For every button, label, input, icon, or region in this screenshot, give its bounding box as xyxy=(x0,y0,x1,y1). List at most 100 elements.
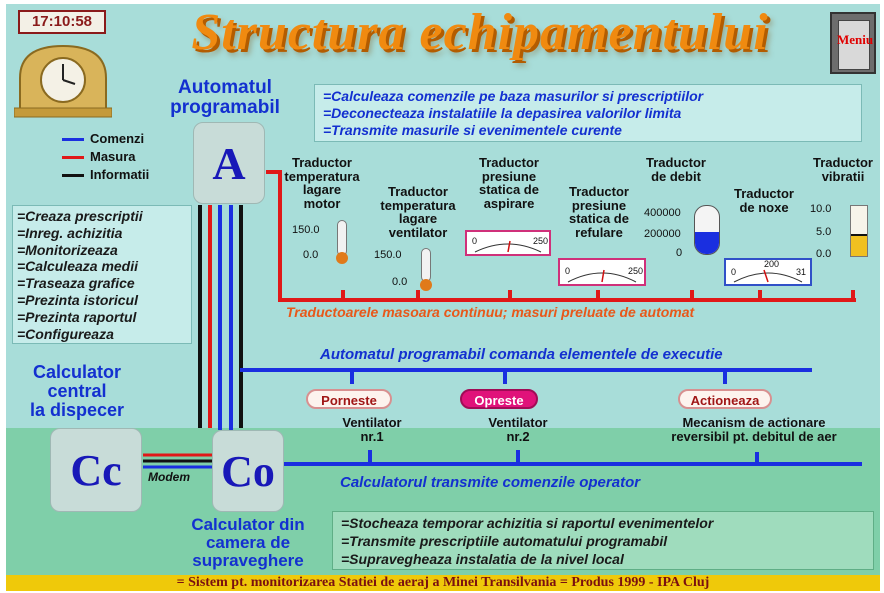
sensor-label-line: vibratii xyxy=(821,168,865,184)
gauge-pres-asp: 0 250 xyxy=(465,230,551,256)
operator-function-item: =Stocheaza temporar achizitia si raportu… xyxy=(341,515,714,531)
vibratii-tick-high: 10.0 xyxy=(810,203,832,215)
sensor-label-line: motor xyxy=(303,195,341,211)
gauge-dial xyxy=(733,269,803,283)
sensor-label-line: Traductor xyxy=(569,184,629,199)
sensor-label-line: lagare xyxy=(302,182,342,198)
legend-label: Masura xyxy=(90,149,136,164)
debit-tick-low: 0 xyxy=(676,247,683,259)
dispatcher-function-item: =Calculeaza medii xyxy=(17,258,139,275)
operator-computer-title: Calculator din camera de supraveghere xyxy=(168,516,328,570)
thermometer-ventilator xyxy=(421,248,431,282)
automat-title-line1: Automatul xyxy=(178,77,272,98)
gauge-min: 0 xyxy=(565,266,571,276)
sensor-pres-asp-label: Traductor presiune statica de aspirare xyxy=(466,156,552,211)
gauge-max: 250 xyxy=(628,266,644,276)
sensor-label-line: Traductor xyxy=(734,186,794,201)
sensors-caption: Traductoarele masoara continuu; masuri p… xyxy=(286,304,695,320)
operator-functions-box: =Stocheaza temporar achizitia si raportu… xyxy=(332,511,874,570)
legend-item-measurement: Masura xyxy=(62,148,149,166)
sensor-label-line: statica de xyxy=(479,182,539,198)
gauge-min: 0 xyxy=(731,267,737,277)
thermometer-bulb xyxy=(420,279,432,291)
sensor-temp-motor-label: Traductor temperatura lagare motor xyxy=(284,156,360,211)
temp-motor-tick-low: 0.0 xyxy=(303,249,319,261)
dispatcher-functions-box: =Creaza prescriptii =Inreg. achizitia =M… xyxy=(12,205,192,344)
menu-label: Meniu xyxy=(836,32,874,47)
legend-label: Informatii xyxy=(90,167,150,182)
legend: Comenzi Masura Informatii xyxy=(62,130,149,184)
actuator-label-line: nr.1 xyxy=(360,429,384,445)
vibratii-tick-mid: 5.0 xyxy=(816,226,832,238)
sensor-label-line: temperatura xyxy=(284,168,360,184)
central-computer-box[interactable]: Cc xyxy=(50,428,142,512)
sensor-label-line: de noxe xyxy=(739,199,789,215)
sensor-noxe-label: Traductor de noxe xyxy=(724,187,804,214)
actuator-label-line: Mecanism de actionare xyxy=(682,415,826,430)
temp-vent-tick-low: 0.0 xyxy=(392,276,408,288)
sensor-label-line: Traductor xyxy=(813,155,873,170)
operator-computer-box[interactable]: Co xyxy=(212,430,284,512)
debit-tank-fill xyxy=(695,232,719,254)
actuator-label-line: nr.2 xyxy=(506,429,530,445)
legend-swatch xyxy=(62,174,84,178)
sensor-label-line: ventilator xyxy=(388,224,448,240)
door-icon xyxy=(838,20,870,70)
legend-swatch xyxy=(62,138,84,142)
actuator-vent2: Ventilator nr.2 xyxy=(470,415,566,445)
operator-title-line: camera de xyxy=(205,532,291,552)
automat-title-line2: programabil xyxy=(170,96,280,118)
sensor-label-line: presiune xyxy=(571,197,627,213)
automat-function-item: =Transmite masurile si evenimentele cure… xyxy=(323,122,622,138)
gauge-noxe: 0 200 31 xyxy=(724,258,812,286)
status-footer: = Sistem pt. monitorizarea Statiei de ae… xyxy=(6,575,880,591)
actuator-label-line: reversibil pt. debitul de aer xyxy=(671,429,837,445)
dispatcher-function-item: =Prezinta raportul xyxy=(17,308,137,325)
gauge-pres-ref: 0 250 xyxy=(558,258,646,286)
gauge-max: 250 xyxy=(533,236,549,246)
start-button[interactable]: Porneste xyxy=(306,389,392,409)
sensor-debit-label: Traductor de debit xyxy=(636,156,716,183)
page-title: Structura echipamentului xyxy=(191,4,769,61)
vibratii-tick-low: 0.0 xyxy=(816,248,832,260)
actuator-label-line: Ventilator xyxy=(342,415,402,430)
modem-label: Modem xyxy=(148,470,190,484)
sensor-temp-vent-label: Traductor temperatura lagare ventilator xyxy=(370,185,466,240)
gauge-max: 31 xyxy=(796,267,807,277)
gauge-dial xyxy=(474,240,542,253)
operator-function-item: =Transmite prescriptiile automatului pro… xyxy=(341,533,668,549)
dispatcher-function-item: =Traseaza grafice xyxy=(17,275,135,292)
dispatcher-function-item: =Inreg. achizitia xyxy=(17,224,123,241)
measurement-bus xyxy=(266,170,856,302)
action-button[interactable]: Actioneaza xyxy=(678,389,772,409)
sensor-label-line: lagare xyxy=(398,211,438,227)
central-title-line: central xyxy=(47,380,107,401)
debit-tick-mid: 200000 xyxy=(644,228,681,240)
commands-caption: Automatul programabil comanda elementele… xyxy=(320,346,723,363)
operator-title-line: supraveghere xyxy=(192,550,304,570)
menu-button[interactable]: Meniu xyxy=(830,12,876,74)
operator-title-line: Calculator din xyxy=(191,515,305,534)
vibratii-bar xyxy=(850,205,868,257)
actuator-vent1: Ventilator nr.1 xyxy=(326,415,418,445)
sensor-label-line: Traductor xyxy=(646,155,706,170)
dispatcher-function-item: =Prezinta istoricul xyxy=(17,291,138,308)
sensor-label-line: statica de xyxy=(569,211,629,227)
temp-motor-tick-high: 150.0 xyxy=(292,224,320,236)
debit-tank xyxy=(694,205,720,255)
stop-button[interactable]: Opreste xyxy=(460,389,538,409)
legend-item-commands: Comenzi xyxy=(62,130,149,148)
legend-item-information: Informatii xyxy=(62,166,149,184)
actuator-label-line: Ventilator xyxy=(488,415,548,430)
automat-function-item: =Calculeaza comenzile pe baza masurilor … xyxy=(323,88,704,104)
sensor-label-line: Traductor xyxy=(388,184,448,199)
legend-swatch xyxy=(62,156,84,160)
clock-display: 17:10:58 xyxy=(18,10,106,34)
automat-function-item: =Deconecteaza instalatiile la depasirea … xyxy=(323,105,682,121)
automat-box[interactable]: A xyxy=(193,122,265,204)
sensor-pres-ref-label: Traductor presiune statica de refulare xyxy=(556,185,642,240)
sensor-label-line: Traductor xyxy=(292,155,352,170)
sensor-label-line: temperatura xyxy=(380,197,456,213)
temp-vent-tick-high: 150.0 xyxy=(374,249,402,261)
central-title-line: Calculator xyxy=(32,362,122,382)
